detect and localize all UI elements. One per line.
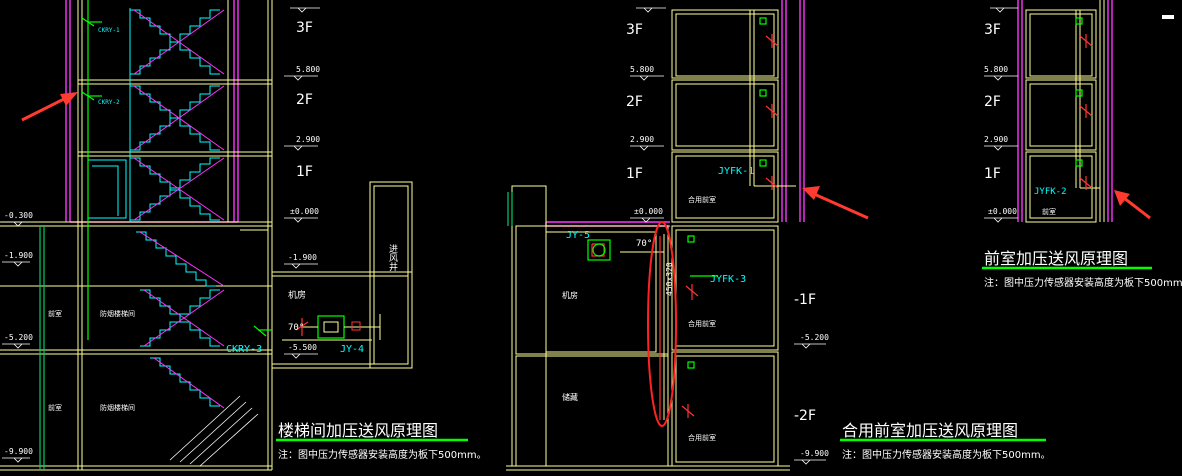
d1-elev-m1900: -1.900 xyxy=(4,251,33,260)
d1-floor-3f: 3F xyxy=(296,20,313,36)
d2-floor-m2f: -2F xyxy=(794,408,816,424)
d1-fan-label: JY-4 xyxy=(340,344,364,355)
d1-elev-2900: 2.900 xyxy=(296,135,320,144)
d1-stairs xyxy=(87,8,220,407)
d1-elev-m9900: -9.900 xyxy=(4,447,33,456)
d1-shaft-walls xyxy=(65,0,239,223)
d2-title: 合用前室加压送风原理图 xyxy=(842,421,1018,440)
d3-walls xyxy=(1025,0,1105,223)
d2-room-m2: 合用前室 xyxy=(688,433,716,442)
diagram3-antechamber: 3F 2F 1F 5.800 2.900 ±0.000 JYFK-2 前室 前室… xyxy=(982,0,1182,289)
d2-valve-jyfk1: JYFK-1 xyxy=(718,166,754,177)
d2-highlight-ellipse xyxy=(647,221,677,427)
d2-elev-5800: 5.800 xyxy=(630,65,654,74)
d1-elev-m300: -0.300 xyxy=(4,211,33,220)
d2-room-m1: 合用前室 xyxy=(688,319,716,328)
d2-elev-m5200: -5.200 xyxy=(800,333,829,342)
d1-columns xyxy=(39,226,45,470)
d1-elev-m5500: -5.500 xyxy=(288,343,317,352)
minimize-icon xyxy=(1162,15,1174,19)
d1-walls xyxy=(0,0,413,471)
d2-floor-1f: 1F xyxy=(626,166,643,182)
d1-valve-ckry3: CKRY-3 xyxy=(226,344,262,355)
d2-room-1f: 合用前室 xyxy=(688,195,716,204)
d2-duct-red xyxy=(591,34,779,420)
d3-note: 注：图中压力传感器安装高度为板下500mm。 xyxy=(984,276,1182,289)
d1-elevation-marks xyxy=(2,7,320,463)
d3-annotation-arrow xyxy=(1114,190,1151,220)
d2-elevation-marks xyxy=(630,7,826,465)
d3-elev-5800: 5.800 xyxy=(984,65,1008,74)
d2-floor-2f: 2F xyxy=(626,94,643,110)
d1-antechamber-2: 前室 xyxy=(48,403,62,412)
d2-duct-size: 450x320 xyxy=(665,262,674,296)
d3-elev-2900: 2.900 xyxy=(984,135,1008,144)
d2-valve-jyfk3: JYFK-3 xyxy=(710,274,746,285)
d3-room: 前室 xyxy=(1042,207,1056,216)
d3-floor-3f: 3F xyxy=(984,22,1001,38)
d2-columns xyxy=(507,192,513,226)
d1-stair-room-2: 防烟楼梯间 xyxy=(100,403,135,412)
d1-shaft-label: 进风井 xyxy=(387,244,398,272)
d2-shaft-walls xyxy=(545,0,805,227)
d2-elev-0: ±0.000 xyxy=(634,207,663,216)
d3-valves xyxy=(1079,34,1093,190)
d3-title: 前室加压送风原理图 xyxy=(984,249,1128,268)
d2-note: 注：图中压力传感器安装高度为板下500mm。 xyxy=(842,448,1051,461)
d1-fan-jy4 xyxy=(282,314,381,341)
d2-floor-m1f: -1F xyxy=(794,292,816,308)
d2-machine-room: 机房 xyxy=(562,290,578,300)
d1-stair-room-1: 防烟楼梯间 xyxy=(100,309,135,318)
d1-angle: 70° xyxy=(288,323,304,333)
d1-machine-room: 机房 xyxy=(288,289,306,301)
d1-elev-m5200: -5.200 xyxy=(4,333,33,342)
d1-valve-ckry1: CKRY-1 xyxy=(98,27,120,34)
diagram1-stairwell: 3F 2F 1F 5.800 2.900 ±0.000 -1.900 -5.50… xyxy=(0,0,487,471)
d2-sensors xyxy=(587,17,767,369)
d3-floor-2f: 2F xyxy=(984,94,1001,110)
d2-storage: 储藏 xyxy=(562,392,578,402)
d1-title: 楼梯间加压送风原理图 xyxy=(278,421,438,440)
diagram2-shared-antechamber: 3F 2F 1F -1F -2F 5.800 2.900 ±0.000 -5.2… xyxy=(506,0,1051,471)
d3-sensors xyxy=(1075,17,1083,167)
d1-elev-m1900-right: -1.900 xyxy=(288,253,317,262)
d2-fan-jy5: JY-5 xyxy=(566,230,590,241)
d2-walls xyxy=(506,9,790,471)
d2-annotation-arrow xyxy=(802,186,869,220)
d1-elev-0: ±0.000 xyxy=(290,207,319,216)
d1-floor-1f: 1F xyxy=(296,164,313,180)
d3-elev-0: ±0.000 xyxy=(988,207,1017,216)
d3-shaft-walls xyxy=(1017,0,1113,222)
d1-annotation-arrow xyxy=(21,92,78,122)
d2-elev-m9900: -9.900 xyxy=(800,449,829,458)
d3-valve-jyfk2: JYFK-2 xyxy=(1034,187,1067,197)
d3-elevation-marks xyxy=(984,7,1018,223)
d1-floor-2f: 2F xyxy=(296,92,313,108)
d1-elev-5800: 5.800 xyxy=(296,65,320,74)
d1-stair-hatch xyxy=(169,395,259,467)
d1-supply-duct xyxy=(81,0,272,340)
d2-angle: 70° xyxy=(636,239,652,249)
d1-stair-outline xyxy=(133,9,225,409)
d1-antechamber-1: 前室 xyxy=(48,309,62,318)
d2-duct-riser xyxy=(620,10,796,420)
d2-floor-3f: 3F xyxy=(626,22,643,38)
d1-valve-ckry2: CKRY-2 xyxy=(98,99,120,106)
d3-floor-1f: 1F xyxy=(984,166,1001,182)
minimize-button[interactable] xyxy=(1162,12,1176,22)
d2-elev-2900: 2.900 xyxy=(630,135,654,144)
d1-note: 注：图中压力传感器安装高度为板下500mm。 xyxy=(278,448,487,461)
